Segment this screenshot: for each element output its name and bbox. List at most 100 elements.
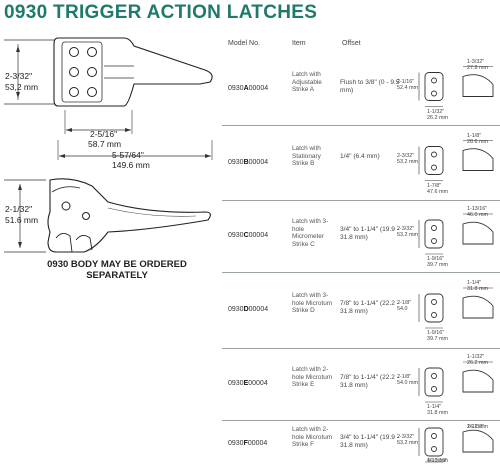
strike-dimension: 26.2 mm bbox=[467, 424, 488, 430]
model-number: 0930E00004 bbox=[228, 380, 268, 387]
offset-range: 7/8" to 1-1/4" (22.2 - 31.8 mm) bbox=[340, 300, 399, 315]
model-letter: F bbox=[243, 440, 248, 447]
table-row: 0930B00004 Latch with Stationary Strike B… bbox=[222, 125, 500, 201]
model-suffix: 00004 bbox=[248, 306, 269, 313]
model-suffix: 00004 bbox=[248, 85, 269, 92]
header-offset: Offset bbox=[342, 40, 361, 47]
item-description: Latch with 3-hole Microtum Strike D bbox=[292, 292, 333, 315]
dim-length-mm: 149.6 mm bbox=[112, 160, 150, 170]
model-letter: A bbox=[243, 85, 249, 92]
strike-dimension: 53.2 mm bbox=[397, 158, 418, 165]
offset-range: 1/4" (6.4 mm) bbox=[340, 153, 380, 160]
header-model: Model No. bbox=[228, 40, 260, 47]
strike-sketch bbox=[418, 421, 494, 463]
model-letter: C bbox=[243, 232, 249, 239]
latch-body-drawings: 2-3/32" 53,2 mm 2-5/16" 58.7 mm 5-57/64"… bbox=[0, 26, 222, 468]
model-prefix: 0930 bbox=[228, 380, 244, 387]
strike-dimension: 1-1/4" bbox=[467, 280, 482, 286]
strike-drawing: 2-1/8"54.0 mm 1-1/4"31.8 mm 1-1/32"26.2 mm bbox=[397, 352, 500, 416]
item-description: Latch with 3-hole Micrometer Strike C bbox=[292, 218, 329, 248]
strike-sketch bbox=[418, 361, 494, 403]
latch-top-view-drawing bbox=[4, 37, 213, 134]
item-description: Latch with 2-hole Microtum Strike F bbox=[292, 426, 333, 449]
page-title: 0930 TRIGGER ACTION LATCHES bbox=[4, 2, 318, 23]
table-row: 0930F00004 Latch with 2-hole Microtum Str… bbox=[222, 420, 500, 468]
strike-sketch bbox=[418, 287, 494, 329]
model-letter: D bbox=[243, 306, 249, 313]
strike-drawing: 2-3/32"53.2 mm 1-13/16"46.0 mm 1-1/32"26.2… bbox=[397, 421, 500, 464]
dim-holes-mm: 58.7 mm bbox=[88, 139, 122, 149]
strike-dimension: 2-1/8" bbox=[397, 374, 412, 380]
dim-holes-in: 2-5/16" bbox=[90, 129, 118, 139]
strike-dimension: 54.0 bbox=[397, 306, 408, 312]
item-description: Latch with Stationary Strike B bbox=[292, 145, 321, 168]
strike-dimension: 1-7/8" bbox=[427, 182, 442, 189]
model-number: 0930C00004 bbox=[228, 232, 268, 239]
strike-dimension: 46.0 mm bbox=[467, 212, 488, 218]
strike-dimension: 2-1/8" bbox=[397, 300, 412, 306]
strike-dimension: 28.6 mm bbox=[467, 138, 488, 145]
model-letter: E bbox=[243, 380, 249, 387]
table-row: 0930A00004 Latch with Adjustable Strike A… bbox=[222, 52, 500, 126]
model-suffix: 00004 bbox=[247, 440, 268, 447]
strike-dimension: 26.2 mm bbox=[467, 360, 488, 366]
model-number: 0930F00004 bbox=[228, 440, 267, 447]
strike-dimension: 2-1/16" bbox=[397, 78, 415, 85]
strike-dimension: 1-1/4" bbox=[427, 404, 442, 410]
offset-range: 7/8" to 1-1/4" (22.2 - 31.8 mm) bbox=[340, 374, 399, 389]
strike-dimension: 31.8 mm bbox=[467, 286, 488, 292]
strike-drawing: 2-1/16"52.4 mm 1-1/32"26.2 mm 1-3/32"27.8 … bbox=[397, 56, 500, 121]
strike-dimension: 1-1/32" bbox=[467, 424, 485, 430]
model-suffix: 00004 bbox=[248, 232, 269, 239]
offset-range: 3/4" to 1-1/4" (19.9 - 31.8 mm) bbox=[340, 226, 399, 241]
strike-dimension: 54.0 mm bbox=[397, 380, 418, 386]
table-row: 0930C00004 Latch with 3-hole Micrometer S… bbox=[222, 200, 500, 273]
strike-dimension: 2-3/32" bbox=[397, 434, 415, 440]
latch-side-view-drawing bbox=[4, 178, 211, 253]
model-letter: B bbox=[243, 159, 249, 166]
strike-dimension: 1-13/16" bbox=[427, 458, 448, 464]
strike-dimension: 46.0 mm bbox=[427, 458, 448, 464]
model-number: 0930A00004 bbox=[228, 85, 268, 92]
strike-dimension: 53.2 mm bbox=[397, 440, 418, 446]
strike-dimension: 52.4 mm bbox=[397, 84, 418, 91]
dim-height-top: 2-3/32" bbox=[5, 71, 33, 81]
model-number: 0930B00004 bbox=[228, 159, 268, 166]
strike-dimension: 2-3/32" bbox=[397, 226, 415, 232]
strike-dimension: 1-13/16" bbox=[467, 206, 488, 212]
dim-length-in: 5-57/64" bbox=[112, 150, 144, 160]
strike-dimension: 26.2 mm bbox=[427, 114, 448, 121]
strike-dimension: 1-1/8" bbox=[467, 132, 482, 139]
strike-dimension: 1-9/16" bbox=[427, 330, 445, 336]
dim-length-arrow bbox=[57, 140, 213, 160]
offset-range: 3/4" to 1-1/4" (19.9 - 31.8 mm) bbox=[340, 434, 399, 449]
strike-dimension: 1-1/32" bbox=[467, 354, 485, 360]
dim-height-side: 2-1/32" bbox=[5, 204, 33, 214]
body-order-note: 0930 BODY MAY BE ORDERED SEPARATELY bbox=[12, 259, 222, 281]
strike-drawing: 2-1/8"54.0 1-9/16"39.7 mm 1-1/4"31.8 mm bbox=[397, 276, 500, 344]
strike-dimension: 39.7 mm bbox=[427, 336, 448, 342]
model-suffix: 00004 bbox=[248, 380, 268, 387]
strike-dimension: 47.6 mm bbox=[427, 188, 448, 195]
model-suffix: 00004 bbox=[248, 159, 269, 166]
strike-sketch bbox=[418, 213, 494, 255]
strike-dimension: 27.8 mm bbox=[467, 64, 488, 71]
strike-dimension: 53.2 mm bbox=[397, 232, 418, 238]
item-description: Latch with Adjustable Strike A bbox=[292, 71, 322, 94]
strike-dimension: 1-1/32" bbox=[427, 108, 445, 115]
model-prefix: 0930 bbox=[228, 159, 244, 166]
strike-dimension: 31.8 mm bbox=[427, 410, 448, 416]
model-prefix: 0930 bbox=[228, 232, 244, 239]
strike-dimension: 39.7 mm bbox=[427, 262, 448, 268]
body-order-note-line1: 0930 BODY MAY BE ORDERED bbox=[47, 259, 187, 270]
header-item: Item bbox=[292, 40, 306, 47]
model-number: 0930D00004 bbox=[228, 306, 268, 313]
model-prefix: 0930 bbox=[228, 85, 244, 92]
offset-range: Flush to 3/8" (0 - 9.5 mm) bbox=[340, 79, 400, 94]
strike-dimension: 1-3/32" bbox=[467, 58, 485, 65]
strike-sketch bbox=[418, 140, 494, 181]
table-row: 0930D00004 Latch with 3-hole Microtum Str… bbox=[222, 272, 500, 349]
dim-height-side-mm: 51.6 mm bbox=[5, 215, 39, 225]
